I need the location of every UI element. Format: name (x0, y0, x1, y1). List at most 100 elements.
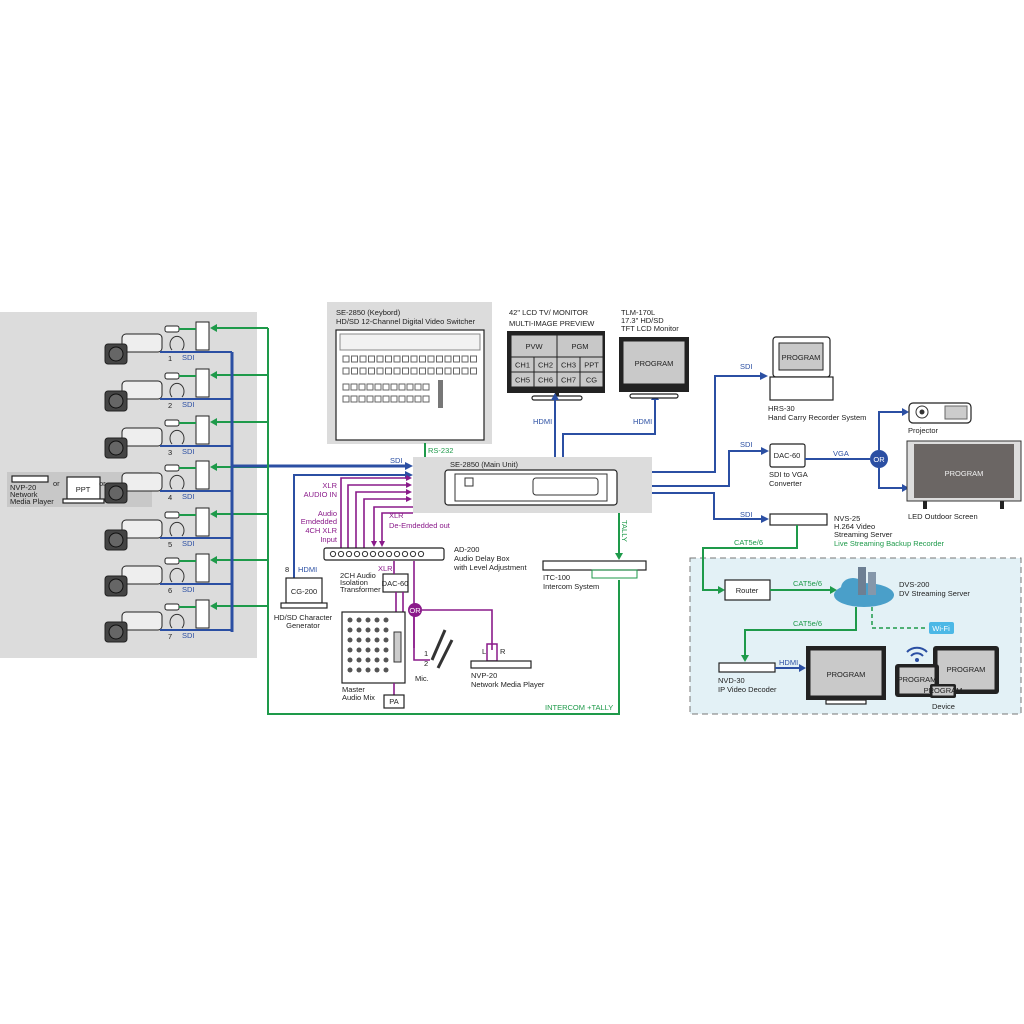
device-label: Device (932, 702, 955, 711)
camera-number: 5 (168, 540, 172, 549)
intercom-beltpack-icon (195, 507, 210, 537)
program-screen-text: PROGRAM (827, 670, 866, 679)
itc-label: Intercom System (543, 582, 599, 591)
cg-screen: CG-200 (291, 587, 317, 596)
tft-size: 17.3" HD/SD (621, 316, 664, 325)
tft-monitor: PROGRAM (619, 337, 689, 399)
hrs-label: Hand Carry Recorder System (768, 413, 866, 422)
hdmi-label: HDMI (633, 417, 652, 426)
intercom-beltpack-icon (195, 368, 210, 398)
nvp20-device-icon (11, 475, 49, 483)
rs232-label: RS-232 (428, 446, 453, 455)
vga-label: VGA (833, 449, 849, 458)
sdi-label: SDI (182, 492, 195, 501)
mic-icon (430, 629, 454, 669)
multiview-cell-label: CH2 (538, 361, 553, 370)
hrs-label: HRS-30 (768, 404, 795, 413)
ppt-label: PPT (76, 485, 91, 494)
or-text: or (53, 479, 60, 488)
mic-number: 1 (424, 649, 428, 658)
or-node (870, 450, 888, 468)
iso-label: Isolation (340, 578, 368, 587)
intercom-beltpack-icon (195, 415, 210, 445)
nvp20-label: NVP-20 (10, 483, 36, 492)
preview-monitor-subtitle: MULTI-IMAGE PREVIEW (509, 319, 595, 328)
mic-label: Mic. (415, 674, 429, 683)
nvs25-device (769, 513, 828, 526)
program-screen-text: PROGRAM (924, 686, 963, 695)
iso-label: Transformer (340, 585, 381, 594)
sdi-label: SDI (740, 440, 753, 449)
or-text: or (99, 479, 106, 488)
tally-label: TALLY (620, 520, 629, 542)
keyboard-title: SE-2850 (Keybord) (336, 308, 401, 317)
ad200-label: Audio Delay Box (454, 554, 510, 563)
mic-number: 2 (424, 659, 428, 668)
embedded-label: Emdedded (301, 517, 337, 526)
nvp20-label: Network Media Player (471, 680, 545, 689)
dac60-converter (769, 443, 806, 468)
switcher-keyboard-icon (335, 329, 485, 441)
pa-box (383, 694, 405, 709)
tft-type: TFT LCD Monitor (621, 324, 679, 333)
sdi-label: SDI (182, 539, 195, 548)
sdi-label: SDI (740, 510, 753, 519)
dac-desc: Converter (769, 479, 802, 488)
sdi-label: SDI (182, 631, 195, 640)
camera: 5 SDI (104, 507, 268, 551)
nvd30-device (718, 662, 776, 673)
nvs-highlight: Live Streaming Backup Recorder (834, 539, 945, 548)
cg-label: HD/SD Character (274, 613, 333, 622)
main-unit-device-icon (444, 469, 618, 506)
sdi-label: SDI (182, 447, 195, 456)
nvd-label: NVD-30 (718, 676, 745, 685)
sdi-label: SDI (182, 585, 195, 594)
nvp20-desc: Media Player (10, 497, 54, 506)
camera-number: 6 (168, 586, 172, 595)
xlr-label: XLR (378, 564, 393, 573)
multiview-cell-label: CG (586, 376, 597, 385)
xlr-label: XLR (322, 481, 337, 490)
deembedded-label: XLR (389, 511, 404, 520)
preview-monitor-title: 42" LCD TV/ MONITOR (509, 308, 589, 317)
multiview-cell-label: PPT (584, 361, 599, 370)
multiview-cell-label: CH7 (561, 376, 576, 385)
ad200-label: AD-200 (454, 545, 479, 554)
dvs-label: DV Streaming Server (899, 589, 970, 598)
devices-icon: PROGRAM PROGRAM PROGRAM (895, 646, 999, 698)
ad200-label: with Level Adjustment (453, 563, 527, 572)
itc-label: ITC-100 (543, 573, 570, 582)
camera: 3 SDI (104, 415, 268, 459)
program-screen-text: PROGRAM (947, 665, 986, 674)
program-screen-text: PROGRAM (945, 469, 984, 478)
program-screen-text: PROGRAM (635, 359, 674, 368)
program-screen-text: PROGRAM (898, 675, 937, 684)
or-text: OR (873, 455, 885, 464)
multiview-cell-label: CH3 (561, 361, 576, 370)
pa-label: PA (389, 697, 398, 706)
nvd-label: IP Video Decoder (718, 685, 777, 694)
sdi-label: SDI (740, 362, 753, 371)
channel-r: R (500, 647, 506, 656)
wifi-label: Wi-Fi (932, 624, 950, 633)
dac-label: DAC-60 (382, 579, 409, 588)
intercom-beltpack-icon (195, 599, 210, 629)
sdi-label: SDI (182, 400, 195, 409)
camera: 6 SDI (104, 553, 268, 597)
multiview-cell (579, 371, 604, 388)
nvp20-label: NVP-20 (471, 671, 497, 680)
dvs-label: DVS-200 (899, 580, 929, 589)
embedded-label: Input (320, 535, 338, 544)
or-text: OR (409, 606, 421, 615)
main-unit-title: SE-2850 (Main Unit) (450, 460, 518, 469)
cg-label: Generator (286, 621, 320, 630)
hdmi-label: HDMI (779, 658, 798, 667)
camera-number: 3 (168, 448, 172, 457)
intercom-beltpack-icon (195, 460, 210, 490)
dac-desc: SDI to VGA (769, 470, 808, 479)
multiview-cell-label: PVW (525, 342, 543, 351)
